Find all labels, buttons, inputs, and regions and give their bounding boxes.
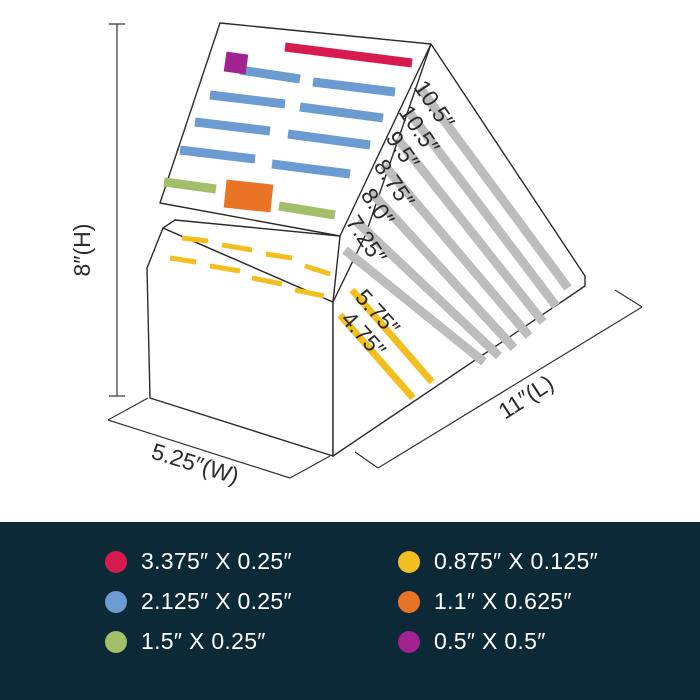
- slot-marking-red: [284, 42, 413, 68]
- knife-slot: [367, 188, 518, 352]
- length-dimension-line: [377, 306, 643, 469]
- steak-slot-marking: [265, 251, 293, 261]
- steak-slot-marking: [221, 242, 253, 253]
- height-label: 8″(H): [69, 224, 95, 277]
- knife-slots: [342, 85, 572, 366]
- legend-label: 1.5″ X 0.25″: [141, 628, 266, 654]
- steak-slot-marking: [251, 275, 283, 287]
- steak-knife-slot: [337, 312, 416, 401]
- slot-marking-blue: [194, 117, 271, 136]
- legend-label: 1.1″ X 0.625″: [434, 588, 572, 614]
- legend-swatch: [398, 630, 420, 653]
- slot-marking-blue: [209, 90, 286, 109]
- knife-slot: [416, 85, 572, 291]
- legend-item: 0.5″ X 0.5″: [398, 628, 546, 655]
- legend-swatch: [105, 630, 127, 653]
- width-label: 5.25″(W): [149, 438, 243, 489]
- steak-slot-marking: [294, 287, 325, 299]
- legend-swatch: [398, 590, 420, 613]
- legend-label: 3.375″ X 0.25″: [141, 548, 292, 574]
- steak-slot-markings: [169, 235, 331, 299]
- slot-marking-green: [278, 201, 336, 220]
- slot-marking-blue: [287, 129, 371, 150]
- legend-label: 0.875″ X 0.125″: [434, 548, 599, 574]
- steak-slot-marking: [169, 255, 197, 265]
- steak-slot-marking: [304, 263, 331, 277]
- slot-marking-blue: [179, 145, 256, 164]
- slot-marking-blue: [271, 159, 351, 179]
- legend-swatch: [105, 550, 127, 573]
- slot-marking-orange: [223, 179, 274, 213]
- steak-slot-marking: [209, 263, 241, 274]
- width-dimension-line: [107, 419, 291, 479]
- legend-item: 2.125″ X 0.25″: [105, 588, 292, 615]
- slot-marking-blue: [312, 77, 396, 97]
- top-slot-markings: [163, 42, 413, 220]
- slot-marking-blue: [299, 102, 384, 123]
- steak-slot-marking: [181, 235, 209, 244]
- legend-item: 1.5″ X 0.25″: [105, 628, 266, 655]
- knife-slot: [380, 162, 533, 339]
- legend-swatch: [105, 590, 127, 613]
- legend-label: 0.5″ X 0.5″: [434, 628, 546, 654]
- knife-slot: [353, 218, 503, 360]
- knife-slot: [393, 135, 547, 325]
- legend: 3.375″ X 0.25″ 0.875″ X 0.125″ 2.125″ X …: [0, 522, 700, 700]
- legend-swatch: [398, 550, 420, 573]
- legend-item: 1.1″ X 0.625″: [398, 588, 572, 615]
- knife-block-diagram: 10.5″ 10.5″ 9.5″ 8.75″ 8.0″ 7.25″ 5.75″ …: [69, 22, 643, 489]
- knife-slot: [342, 246, 487, 366]
- legend-item: 0.875″ X 0.125″: [398, 548, 598, 575]
- slot-marking-blue: [239, 65, 301, 84]
- slot-marking-purple: [223, 51, 249, 75]
- steak-knife-slot: [349, 287, 435, 385]
- knife-slot: [405, 109, 560, 309]
- slot-marking-green: [163, 177, 217, 194]
- legend-item: 3.375″ X 0.25″: [105, 548, 292, 575]
- steak-knife-slots: [337, 287, 435, 401]
- legend-label: 2.125″ X 0.25″: [141, 588, 292, 614]
